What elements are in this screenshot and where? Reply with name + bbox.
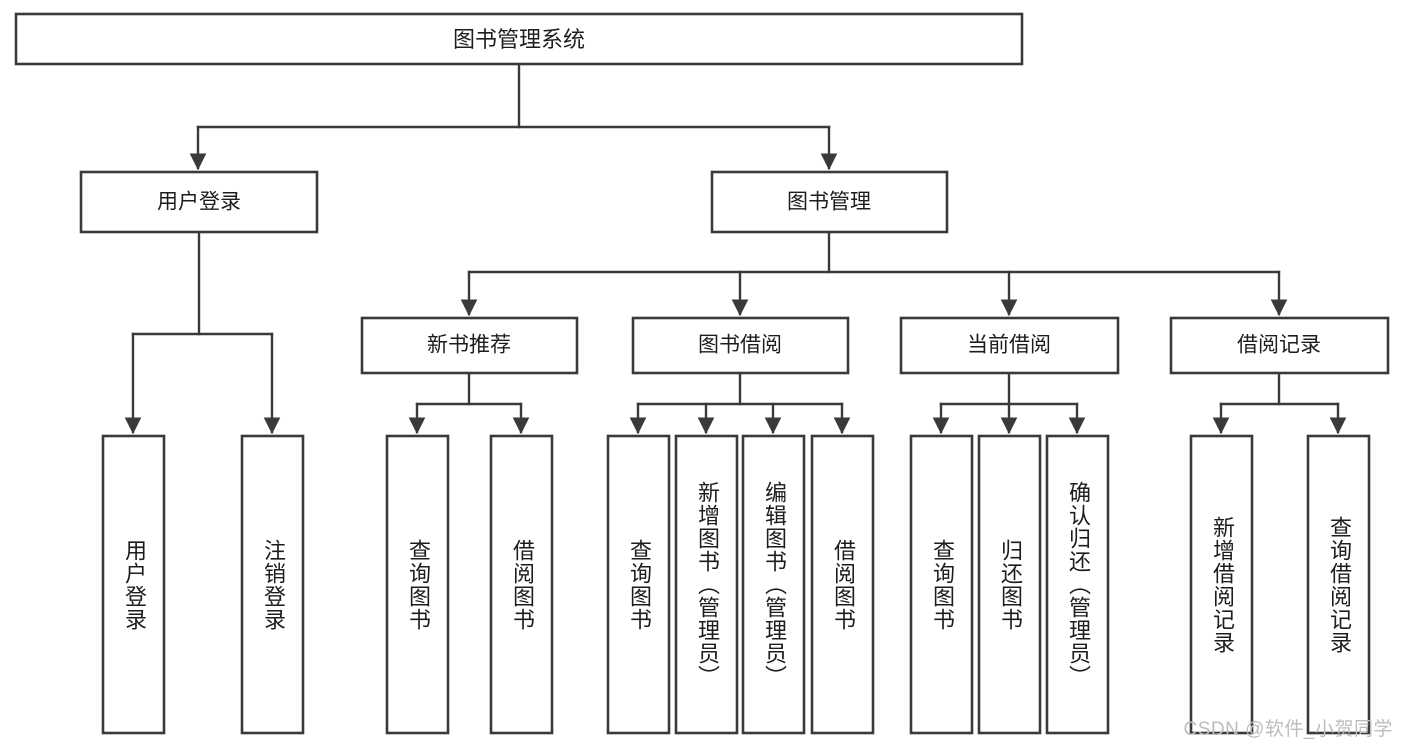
node-user-login[interactable]: 用户登录 <box>79 170 319 234</box>
node-new-book-recommend-label: 新书推荐 <box>427 334 511 357</box>
node-book-manage[interactable]: 图书管理 <box>710 170 949 234</box>
node-borrow-record[interactable]: 借阅记录 <box>1169 316 1390 375</box>
node-root-box[interactable] <box>14 12 1024 66</box>
leaf-box-book-borrow-3[interactable] <box>741 434 806 735</box>
leaf-box-book-borrow-4[interactable] <box>810 434 875 735</box>
leaf-box-borrow-record-1[interactable] <box>1189 434 1254 735</box>
node-current-borrow[interactable]: 当前借阅 <box>899 316 1120 375</box>
connector-group-new-book-recommend <box>408 371 530 435</box>
node-user-login-box[interactable] <box>79 170 319 234</box>
leaf-box-current-borrow-2[interactable] <box>977 434 1042 735</box>
connector-group-root <box>189 62 838 171</box>
leaf-box-book-borrow-1[interactable] <box>606 434 671 735</box>
node-borrow-record-box[interactable] <box>1169 316 1390 375</box>
node-borrow-record-label: 借阅记录 <box>1237 334 1321 357</box>
leaf-box-current-borrow-3[interactable] <box>1045 434 1110 735</box>
connector-group-borrow-record <box>1212 371 1347 435</box>
leaf-group-borrow-record <box>1189 434 1371 735</box>
csdn-watermark: CSDN @软件_小贺同学 <box>1183 719 1393 740</box>
node-book-manage-label: 图书管理 <box>787 191 871 214</box>
node-new-book-recommend[interactable]: 新书推荐 <box>360 316 579 375</box>
leaf-group-user-login <box>101 434 305 735</box>
node-current-borrow-label: 当前借阅 <box>967 334 1051 357</box>
connector-group-current-borrow <box>932 371 1086 435</box>
leaf-box-current-borrow-1[interactable] <box>909 434 974 735</box>
leaf-box-book-borrow-2[interactable] <box>674 434 739 735</box>
leaf-box-new-book-1[interactable] <box>385 434 450 735</box>
leaf-box-user-login-2[interactable] <box>240 434 305 735</box>
node-book-borrow-label: 图书借阅 <box>698 334 782 357</box>
node-root[interactable]: 图书管理系统 <box>14 12 1024 66</box>
connector-group-user-login <box>124 230 281 435</box>
leaf-group-current-borrow <box>909 434 1110 735</box>
node-current-borrow-box[interactable] <box>899 316 1120 375</box>
node-book-manage-box[interactable] <box>710 170 949 234</box>
node-book-borrow-box[interactable] <box>631 316 850 375</box>
leaf-group-book-borrow <box>606 434 875 735</box>
connector-group-book-manage <box>460 230 1288 317</box>
node-book-borrow[interactable]: 图书借阅 <box>631 316 850 375</box>
node-root-label: 图书管理系统 <box>453 27 585 52</box>
leaf-box-new-book-2[interactable] <box>489 434 554 735</box>
leaf-box-user-login-1[interactable] <box>101 434 166 735</box>
node-user-login-label: 用户登录 <box>157 191 241 214</box>
node-new-book-recommend-box[interactable] <box>360 316 579 375</box>
leaf-group-new-book-recommend <box>385 434 554 735</box>
leaf-box-borrow-record-2[interactable] <box>1306 434 1371 735</box>
connector-group-book-borrow <box>629 371 851 435</box>
